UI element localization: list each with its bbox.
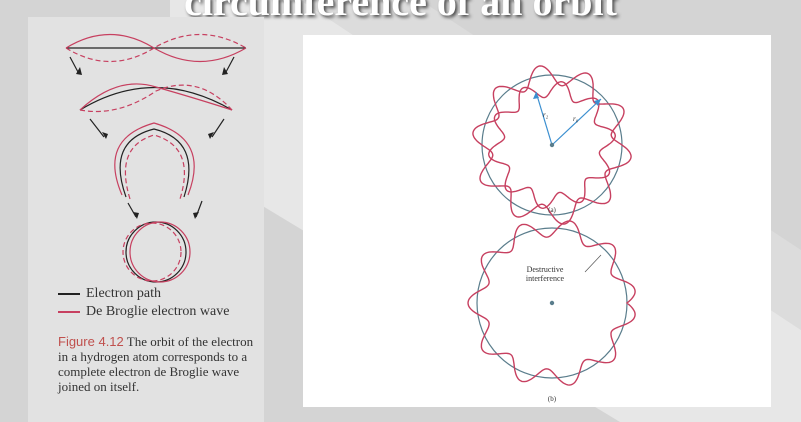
- legend-item-de-broglie-wave: De Broglie electron wave: [58, 303, 229, 321]
- wave-bending-diagram: [65, 33, 247, 283]
- panel-a-label: (a): [548, 206, 556, 214]
- radius-label-r2: r₂: [543, 111, 549, 119]
- electron-path-figure: Electron path De Broglie electron wave F…: [28, 17, 264, 422]
- figure-number: Figure 4.12: [58, 334, 124, 349]
- figure-caption: Figure 4.12 The orbit of the electron in…: [58, 334, 258, 394]
- orbit-interference-figure: r₂ r₀ (a) Destructive interference (b): [303, 35, 771, 407]
- caption-text: The orbit of the electron in a hydrogen …: [58, 334, 254, 394]
- legend-label-wave: De Broglie electron wave: [86, 304, 230, 319]
- figure-legend: Electron path De Broglie electron wave: [58, 285, 229, 321]
- panel-a-diagram: [472, 65, 632, 225]
- de-broglie-wave-swatch: [58, 311, 80, 313]
- legend-item-electron-path: Electron path: [58, 285, 229, 303]
- destructive-interference-label: Destructive interference: [525, 265, 565, 283]
- legend-label-path: Electron path: [86, 286, 162, 301]
- panel-b-label: (b): [547, 395, 557, 403]
- panel-b-diagram: [467, 220, 636, 386]
- orbit-diagrams: [467, 65, 636, 386]
- electron-path-swatch: [58, 293, 80, 295]
- radius-label-r0: r₀: [573, 115, 579, 123]
